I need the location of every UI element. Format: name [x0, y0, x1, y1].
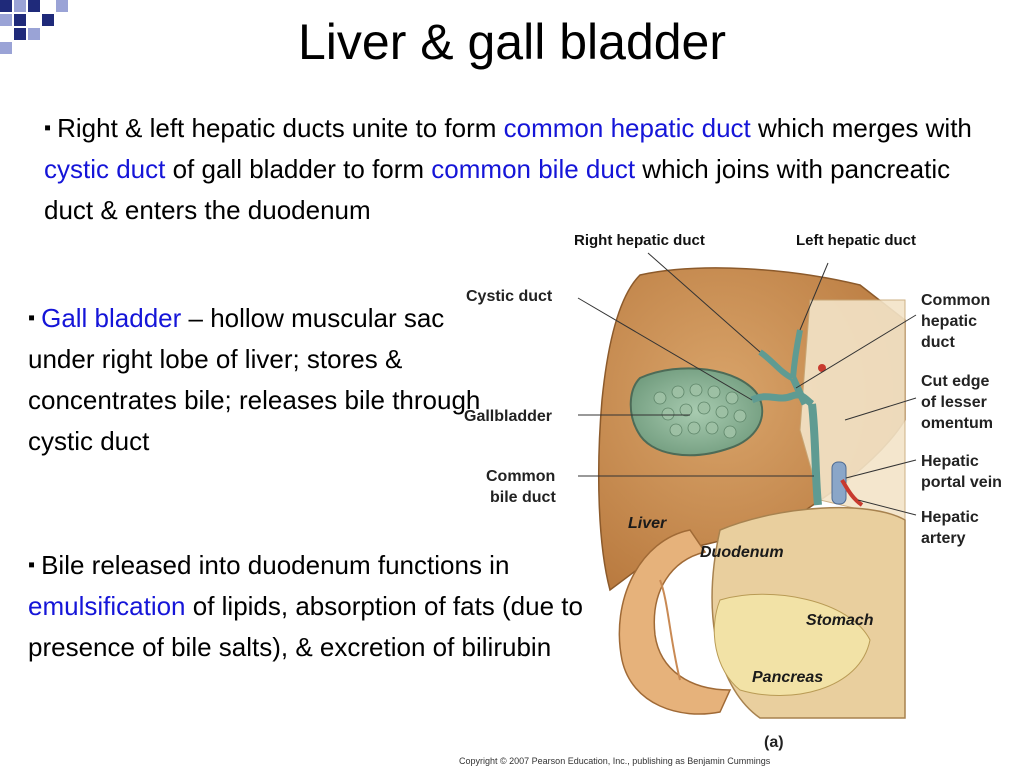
label-stomach: Stomach	[806, 612, 874, 629]
label-hepatic-artery-line1: Hepatic	[921, 509, 979, 526]
hepatic-portal-vein-shape	[831, 461, 847, 505]
term-common-bile-duct: common bile duct	[431, 154, 636, 184]
label-common-hepatic-duct-line2: hepatic	[921, 313, 977, 330]
term-gall-bladder: Gall bladder	[41, 303, 182, 333]
term-common-hepatic-duct: common hepatic duct	[503, 113, 751, 143]
common-bile-duct-shape	[808, 403, 822, 506]
label-hepatic-artery-line2: artery	[921, 530, 966, 547]
corner-logo	[0, 0, 68, 54]
label-pancreas: Pancreas	[752, 669, 823, 686]
bullet-icon: ▪	[28, 307, 36, 329]
label-common-bile-duct-line2: bile duct	[490, 489, 556, 506]
paragraph-gall-bladder: ▪Gall bladder – hollow muscular sac unde…	[28, 303, 481, 456]
right-hepatic-duct-shape	[758, 349, 794, 381]
left-hepatic-duct-shape	[790, 329, 803, 379]
duodenum-shape	[618, 529, 732, 715]
label-cut-edge-line3: omentum	[921, 415, 993, 432]
term-emulsification: emulsification	[28, 591, 186, 621]
label-liver: Liver	[628, 515, 667, 532]
label-cut-edge-line1: Cut edge	[921, 373, 990, 390]
hepatic-artery-shape	[840, 478, 864, 507]
label-right-hepatic-duct: Right hepatic duct	[574, 232, 705, 249]
stomach-shape	[711, 506, 906, 719]
label-common-hepatic-duct-line1: Common	[921, 292, 990, 309]
label-left-hepatic-duct: Left hepatic duct	[796, 232, 916, 249]
paragraph-bile-function: ▪Bile released into duodenum functions i…	[28, 550, 583, 662]
label-duodenum: Duodenum	[700, 544, 784, 561]
label-hepatic-portal-vein-line2: portal vein	[921, 474, 1002, 491]
label-cut-edge-line2: of lesser	[921, 394, 987, 411]
copyright-notice: Copyright © 2007 Pearson Education, Inc.…	[459, 756, 771, 766]
cystic-duct-shape	[750, 391, 815, 407]
slide-title: Liver & gall bladder	[297, 14, 727, 70]
label-common-hepatic-duct-line3: duct	[921, 334, 955, 351]
pancreas-shape	[713, 593, 871, 696]
term-cystic-duct: cystic duct	[44, 154, 166, 184]
lesser-omentum-shape	[799, 299, 906, 521]
paragraph-hepatic-ducts: ▪Right & left hepatic ducts unite to for…	[44, 113, 972, 225]
common-hepatic-duct-shape	[789, 376, 809, 406]
label-hepatic-portal-vein-line1: Hepatic	[921, 453, 979, 470]
label-common-bile-duct-line1: Common	[486, 468, 555, 485]
bullet-icon: ▪	[44, 117, 52, 139]
label-panel-a: (a)	[764, 734, 784, 751]
gallbladder-shape	[629, 367, 764, 457]
liver-shape	[597, 267, 906, 592]
bullet-icon: ▪	[28, 554, 36, 576]
